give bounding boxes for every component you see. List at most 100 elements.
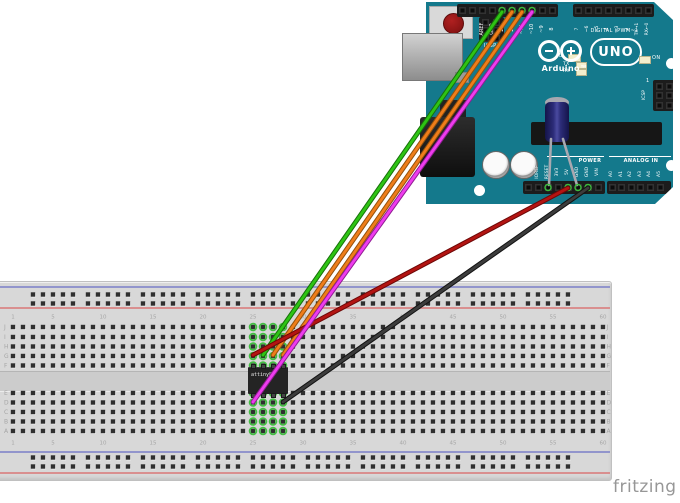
analog-pin-label: A5: [657, 171, 662, 177]
reset-capacitor-body: [545, 102, 569, 142]
led-rx-icon: [576, 69, 587, 76]
uno-model-text: UNO: [598, 44, 634, 60]
analog-pin-label: A0: [609, 171, 614, 177]
header-pin-hole: [534, 184, 542, 191]
attiny85-pin: [250, 393, 256, 398]
header-pin-hole: [478, 7, 486, 14]
header-pin-hole: [637, 184, 645, 191]
on-label: ON: [652, 55, 661, 61]
uno-model-badge: UNO: [590, 38, 642, 66]
usb-connector: [402, 33, 463, 81]
header-pin-hole: [594, 184, 602, 191]
power-pin-label: VIN: [595, 168, 600, 176]
header-pin-hole: [574, 7, 582, 14]
header-pin-hole: [538, 7, 546, 14]
header-pin-hole: [508, 7, 516, 14]
digital-pin-label: GND: [489, 23, 495, 35]
header-pin-hole: [618, 184, 626, 191]
power-pin-label: RESET: [545, 164, 550, 180]
header-pin-hole: [584, 7, 592, 14]
digital-header-right: [573, 4, 654, 17]
digital-silkscreen-label: DIGITAL (PWM~): [590, 28, 638, 34]
header-pin-hole: [524, 184, 532, 191]
header-pin-hole: [646, 184, 654, 191]
breadboard-center-channel: [0, 371, 610, 392]
analog-pin-label: A4: [647, 171, 653, 177]
rail-blue-line-bottom: [0, 451, 610, 453]
digital-pin-label: 2: [625, 27, 630, 31]
header-pin-hole: [614, 7, 622, 14]
header-pin-hole: [458, 7, 466, 14]
analog-pin-label: A2: [628, 171, 634, 177]
digital-pin-label: ~9: [539, 25, 545, 33]
digital-pin-label: AREF: [479, 22, 485, 36]
icsp-label: ICSP: [642, 89, 647, 101]
icsp-pin1-label: 1: [646, 78, 650, 84]
mount-hole-icon: [665, 57, 673, 69]
power-silkscreen-label: POWER: [578, 158, 602, 164]
attiny85-pin: [270, 393, 276, 398]
digital-pin-label: RX←0: [645, 22, 650, 36]
digital-pin-label: 7: [575, 27, 580, 31]
digital-pin-label: ~10: [529, 23, 535, 35]
digital-pin-label: 8: [549, 27, 555, 31]
header-pin-hole: [608, 184, 616, 191]
attiny85-pin: [270, 364, 276, 369]
digital-pin-label: TX→1: [635, 22, 640, 36]
digital-pin-label: ~3: [615, 25, 620, 33]
attiny85-pin: [260, 364, 266, 369]
header-pin-hole: [584, 184, 592, 191]
header-pin-hole: [656, 184, 664, 191]
arduino-brand-text: Arduino™: [541, 64, 589, 73]
power-pin-label: IOREF: [535, 165, 540, 179]
power-pin-label: GND: [575, 166, 580, 178]
header-pin-hole: [644, 7, 652, 14]
digital-pin-label: 4: [605, 27, 610, 31]
power-pin-label: 5V: [565, 169, 570, 175]
header-pin-hole: [564, 184, 572, 191]
capacitor-icon: [482, 151, 510, 179]
led-rx-label: RX: [563, 69, 571, 74]
rail-blue-line-top: [0, 286, 610, 288]
analog-pin-label: A1: [618, 171, 624, 177]
power-jack: [420, 117, 475, 177]
arduino-logo-minus-ring: [538, 40, 560, 62]
digital-pin-label: 13: [499, 25, 505, 33]
header-pin-hole: [544, 184, 552, 191]
led-tx-label: TX: [563, 62, 570, 67]
header-pin-hole: [604, 7, 612, 14]
digital-pin-label: ~5: [595, 25, 600, 33]
led-tx-icon: [576, 62, 587, 69]
attiny85-chip: attiny85: [248, 364, 288, 398]
attiny85-pin: [250, 364, 256, 369]
header-pin-hole: [528, 7, 536, 14]
header-pin-hole: [627, 184, 635, 191]
capacitor-icon: [510, 151, 538, 179]
header-pin-hole: [634, 7, 642, 14]
header-pin-hole: [488, 7, 496, 14]
attiny85-pin: [280, 393, 286, 398]
header-pin-hole: [548, 7, 556, 14]
arduino-logo-plus-ring: [560, 40, 582, 62]
analog-silkscreen-label: ANALOG IN: [623, 158, 659, 164]
digital-pin-label: 12: [509, 25, 515, 33]
usb-connector-tab: [455, 72, 469, 83]
attiny85-pin: [260, 393, 266, 398]
attiny85-label: attiny85: [251, 372, 276, 378]
rail-red-line-top: [0, 307, 610, 309]
power-pin-label: 3V3: [555, 167, 560, 177]
header-pin-hole: [624, 7, 632, 14]
analog-pin-label: A3: [637, 171, 643, 177]
mount-hole-icon: [665, 159, 673, 171]
mount-hole-icon: [473, 184, 485, 196]
fritzing-watermark: fritzing: [613, 477, 677, 497]
on-led-icon: [639, 56, 651, 64]
digital-pin-label: ~11: [519, 23, 525, 35]
icsp2-label: ICSP2: [483, 43, 501, 49]
attiny85-pin: [280, 364, 286, 369]
header-pin-hole: [518, 7, 526, 14]
header-pin-hole: [594, 7, 602, 14]
rail-red-line-bottom: [0, 472, 610, 474]
header-pin-hole: [468, 7, 476, 14]
